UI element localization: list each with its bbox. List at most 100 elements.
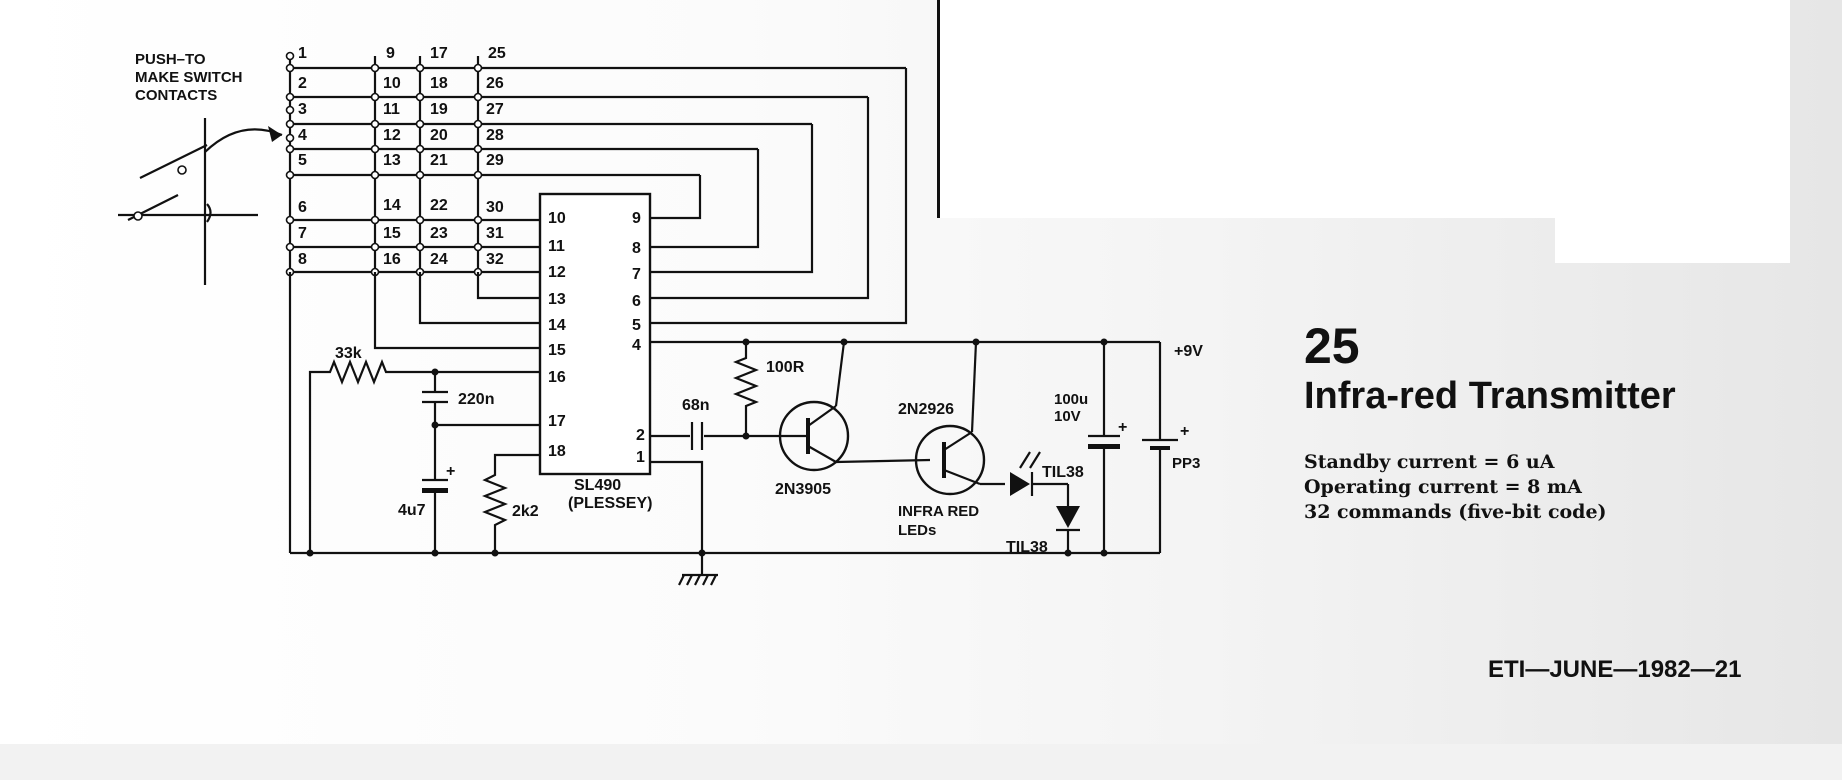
- switch-caption-line1: PUSH–TO: [135, 51, 206, 68]
- ic-pin-17: 17: [548, 413, 566, 430]
- r1-label: 33k: [335, 345, 362, 362]
- led-caption-line1: INFRA RED: [898, 503, 979, 520]
- ic-pin-6: 6: [632, 293, 641, 310]
- ic-pin-2: 2: [636, 427, 645, 444]
- ic-pin-labels: 10 11 12 13 14 15 16 17 18 9 8 7 6 5 4 2…: [548, 210, 645, 466]
- blank-panel: [940, 0, 1790, 218]
- c2-plus: +: [446, 463, 455, 480]
- key-31: 31: [486, 225, 504, 242]
- c2-label: 4u7: [398, 502, 426, 519]
- resistor-33k: [308, 359, 540, 553]
- key-15: 15: [383, 225, 401, 242]
- ir-led-1: [1010, 451, 1068, 496]
- key-5: 5: [298, 152, 307, 169]
- matrix-labels: 1 2 3 4 5 6 7 8 9 10 11 12 13 14 15 16 1…: [298, 45, 506, 268]
- r2-label: 2k2: [512, 503, 539, 520]
- key-14: 14: [383, 197, 401, 214]
- key-17: 17: [430, 45, 448, 62]
- ic-name: SL490: [574, 477, 621, 494]
- key-11: 11: [383, 101, 400, 118]
- key-6: 6: [298, 199, 307, 216]
- key-28: 28: [486, 127, 504, 144]
- battery-label: PP3: [1172, 455, 1200, 472]
- spec-standby: Standby current = 6 uA: [1304, 451, 1555, 473]
- blank-panel-lower: [1555, 218, 1790, 263]
- key-12: 12: [383, 127, 401, 144]
- junction-dots: [306, 338, 1108, 557]
- ic-pin-12: 12: [548, 264, 566, 281]
- ic-pin-13: 13: [548, 291, 566, 308]
- key-21: 21: [430, 152, 448, 169]
- circuit-schematic: PUSH–TO MAKE SWITCH CONTACTS: [118, 45, 1203, 586]
- key-22: 22: [430, 197, 448, 214]
- ic-output-wiring: [650, 68, 908, 325]
- ic-pin-18: 18: [548, 443, 566, 460]
- supply-label: +9V: [1174, 343, 1203, 360]
- push-switch-symbol: [118, 118, 283, 285]
- key-29: 29: [486, 152, 504, 169]
- key-27: 27: [486, 101, 504, 118]
- ic-pin-5: 5: [632, 317, 641, 334]
- ic-input-wiring: [373, 272, 540, 350]
- c3-label: 68n: [682, 397, 710, 414]
- ic-pin-16: 16: [548, 369, 566, 386]
- r3-label: 100R: [766, 359, 805, 376]
- spec-operating: Operating current = 8 mA: [1304, 476, 1582, 498]
- led1-label: TIL38: [1042, 464, 1084, 481]
- switch-caption-line2: MAKE SWITCH: [135, 69, 243, 86]
- key-10: 10: [383, 75, 401, 92]
- key-32: 32: [486, 251, 504, 268]
- ic-pin-7: 7: [632, 266, 641, 283]
- key-7: 7: [298, 225, 307, 242]
- battery-pp3: [1142, 342, 1178, 553]
- key-8: 8: [298, 251, 307, 268]
- capacitor-4u7: [422, 478, 448, 553]
- transistor-2n3905: [778, 341, 931, 472]
- column-divider: [937, 0, 940, 218]
- key-3: 3: [298, 101, 307, 118]
- key-30: 30: [486, 199, 504, 216]
- capacitor-68n: [650, 422, 780, 450]
- project-title: Infra-red Transmitter: [1304, 375, 1676, 417]
- ic-pin-11: 11: [548, 238, 565, 255]
- c4-plus: +: [1118, 419, 1127, 436]
- key-18: 18: [430, 75, 448, 92]
- ic-pin-15: 15: [548, 342, 566, 359]
- led-caption-line2: LEDs: [898, 522, 936, 539]
- ground-symbol: [650, 460, 718, 586]
- q1-label: 2N3905: [775, 481, 831, 498]
- c1-label: 220n: [458, 391, 494, 408]
- c4-label-line2: 10V: [1054, 408, 1081, 425]
- q2-label: 2N2926: [898, 401, 954, 418]
- key-2: 2: [298, 75, 307, 92]
- resistor-100r: [733, 342, 759, 436]
- spec-commands: 32 commands (five-bit code): [1304, 501, 1607, 523]
- sl490-ic-body: [538, 192, 652, 476]
- resistor-2k2: [482, 453, 540, 553]
- key-20: 20: [430, 127, 448, 144]
- project-number: 25: [1304, 318, 1360, 374]
- ic-pin-14: 14: [548, 317, 566, 334]
- key-16: 16: [383, 251, 401, 268]
- capacitor-100u: [1088, 342, 1120, 553]
- key-9: 9: [386, 45, 395, 62]
- key-26: 26: [486, 75, 504, 92]
- ic-pin-1: 1: [636, 449, 645, 466]
- ic-maker: (PLESSEY): [568, 495, 652, 512]
- transistor-2n2926: [914, 341, 1005, 496]
- page-footer: ETI—JUNE—1982—21: [1488, 656, 1742, 683]
- key-19: 19: [430, 101, 448, 118]
- spec-list: Standby current = 6 uA Operating current…: [1304, 450, 1804, 525]
- switch-matrix: [285, 51, 906, 277]
- key-23: 23: [430, 225, 448, 242]
- key-24: 24: [430, 251, 448, 268]
- battery-plus: +: [1180, 423, 1189, 440]
- project-info: 25 Infra-red Transmitter Standby current…: [1304, 318, 1804, 525]
- ic-pin-9: 9: [632, 210, 641, 227]
- key-13: 13: [383, 152, 401, 169]
- ir-led-2: [1056, 484, 1080, 553]
- key-25: 25: [488, 45, 506, 62]
- ic-pin-8: 8: [632, 240, 641, 257]
- ic-pin-10: 10: [548, 210, 566, 227]
